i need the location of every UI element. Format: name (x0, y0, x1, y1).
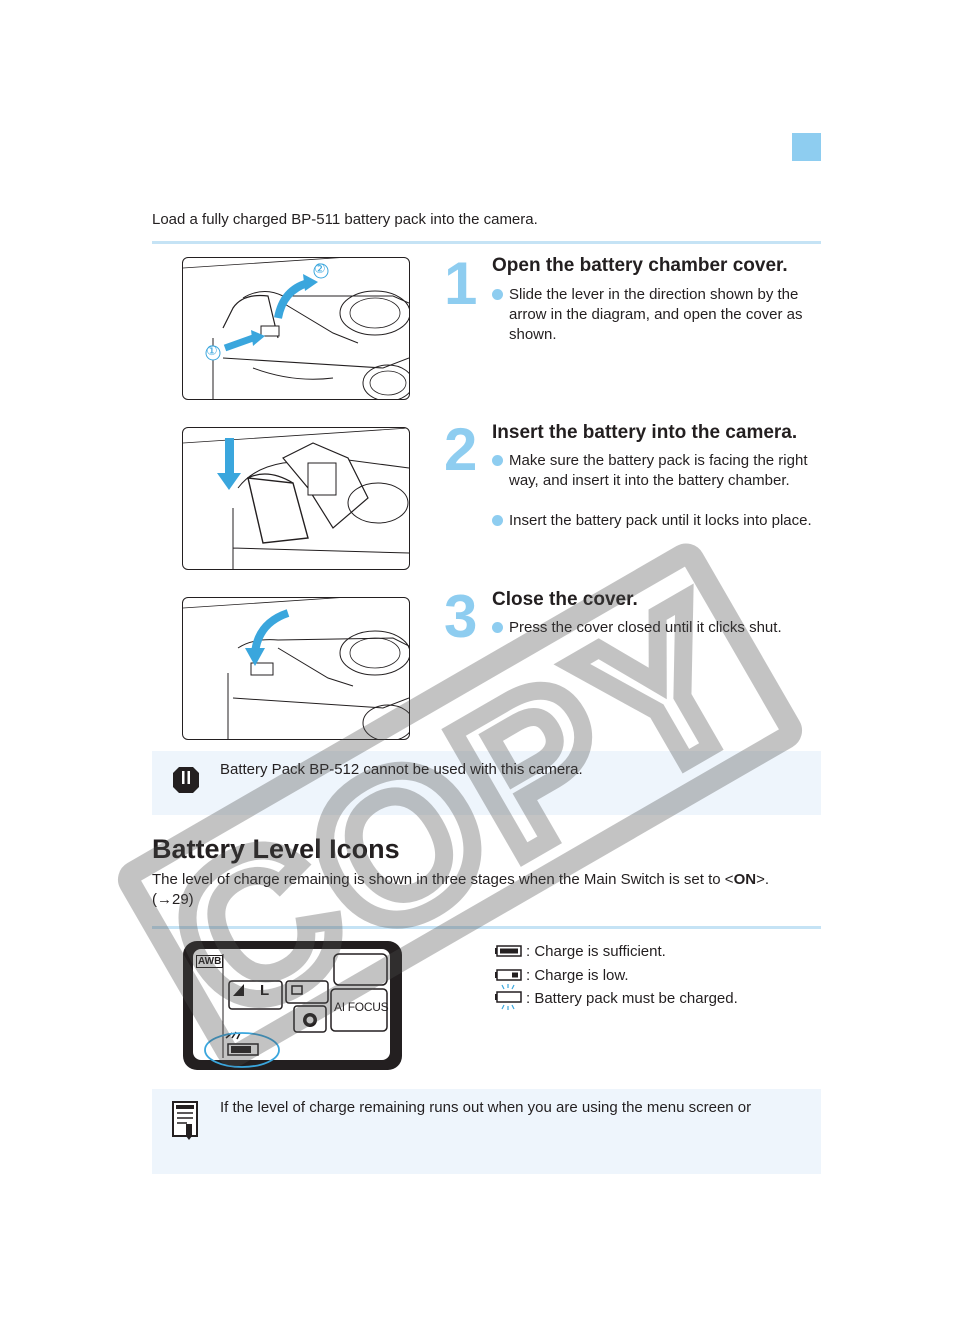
step1-number: 1 (444, 250, 477, 317)
section-description: The level of charge remaining is shown i… (152, 870, 821, 910)
bullet-dot-icon (492, 289, 503, 300)
memo-note: If the level of charge remaining runs ou… (152, 1089, 821, 1174)
step1-bullet-text: Slide the lever in the direction shown b… (509, 286, 803, 343)
divider (152, 926, 821, 929)
awb-indicator: AWB (196, 955, 224, 968)
callout-one: ① (206, 343, 218, 358)
divider (152, 241, 821, 244)
battery-full-icon (495, 945, 522, 957)
callout-two: ② (314, 261, 326, 276)
on-label: ON (733, 871, 757, 888)
battery-level-label: : Charge is sufficient. (526, 943, 666, 960)
step3-number: 3 (444, 583, 477, 650)
step2-number: 2 (444, 416, 477, 483)
caution-icon (173, 767, 199, 793)
step1-illustration: ① ② (182, 257, 410, 400)
step2-bullet-text: Make sure the battery pack is facing the… (509, 452, 808, 489)
memo-icon (172, 1101, 198, 1140)
bullet-dot-icon (492, 455, 503, 466)
step3-bullet: Press the cover closed until it clicks s… (492, 618, 822, 638)
step2-illustration (182, 427, 410, 570)
lcd-panel-illustration: AWB L AI FOCUS (182, 940, 403, 1071)
bullet-dot-icon (492, 515, 503, 526)
step1-bullet: Slide the lever in the direction shown b… (492, 285, 822, 345)
page-reference: (→29) (152, 891, 194, 908)
section-tab-marker (792, 133, 821, 161)
desc-text-end: >. (756, 871, 769, 888)
battery-empty-blinking-icon (495, 984, 522, 1010)
intro-text: Load a fully charged BP-511 battery pack… (152, 211, 538, 228)
step2-title: Insert the battery into the camera. (492, 422, 798, 443)
desc-text: The level of charge remaining is shown i… (152, 871, 734, 888)
step2-bullet-2: Insert the battery pack until it locks i… (492, 511, 822, 531)
step3-bullet-text: Press the cover closed until it clicks s… (509, 619, 782, 636)
quality-indicator: L (260, 982, 270, 999)
memo-text: If the level of charge remaining runs ou… (220, 1099, 752, 1116)
battery-level-label: : Charge is low. (526, 967, 629, 984)
step3-title: Close the cover. (492, 589, 638, 610)
step2-bullet-text: Insert the battery pack until it locks i… (509, 512, 812, 529)
battery-low-icon (495, 969, 522, 981)
step2-bullet-1: Make sure the battery pack is facing the… (492, 451, 822, 491)
caution-text: Battery Pack BP-512 cannot be used with … (220, 761, 583, 778)
step3-illustration (182, 597, 410, 740)
af-mode-indicator: AI FOCUS (334, 1000, 389, 1014)
caution-note: Battery Pack BP-512 cannot be used with … (152, 751, 821, 815)
battery-level-label: : Battery pack must be charged. (526, 990, 738, 1007)
section-heading: Battery Level Icons (152, 834, 400, 864)
bullet-dot-icon (492, 622, 503, 633)
step1-title: Open the battery chamber cover. (492, 255, 788, 276)
